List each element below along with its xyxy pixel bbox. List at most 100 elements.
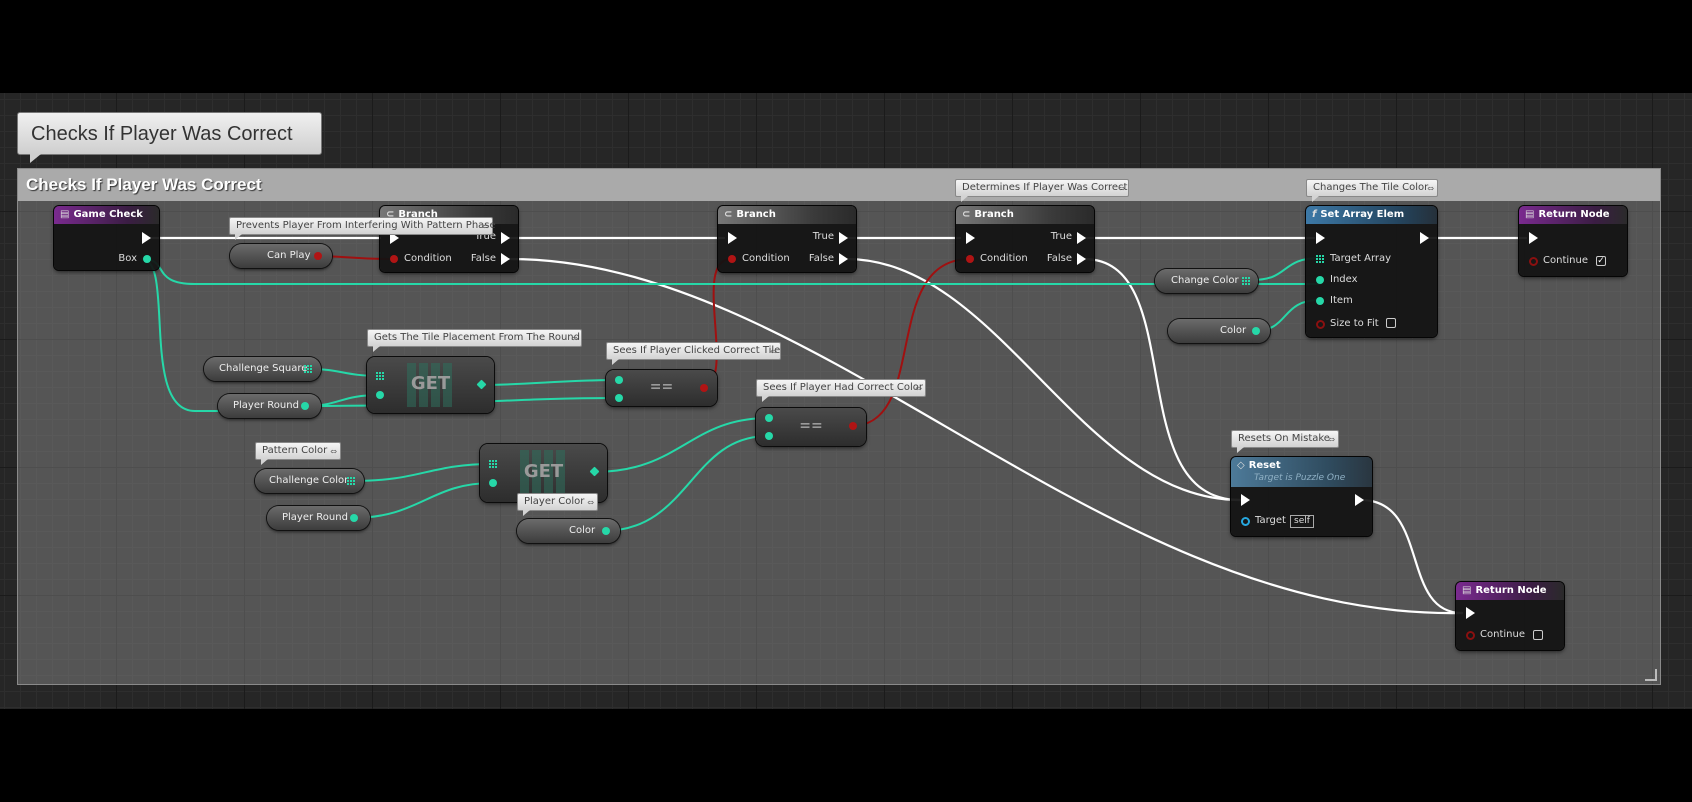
exec-in-pin[interactable] [966, 232, 975, 244]
challenge-color-pin[interactable] [347, 477, 355, 485]
player-round-2-pin[interactable] [350, 514, 358, 522]
note-sees-clicked[interactable]: Sees If Player Clicked Correct Tile⇔ [606, 342, 781, 365]
condition-pin[interactable] [966, 255, 974, 263]
pin-icon[interactable]: ⇔ [482, 222, 489, 231]
note-prevents[interactable]: Prevents Player From Interfering With Pa… [229, 217, 496, 240]
size-to-fit-checkbox[interactable] [1386, 318, 1396, 328]
index-pin[interactable] [376, 391, 384, 399]
pin-icon[interactable]: ⇔ [915, 384, 922, 393]
exec-in-pin[interactable] [390, 232, 399, 244]
pin-icon[interactable]: ⇔ [330, 447, 337, 456]
box-pin[interactable] [143, 255, 151, 263]
note-changes[interactable]: Changes The Tile Color⇔ [1306, 179, 1438, 202]
exec-out-pin[interactable] [142, 232, 151, 244]
exec-in-pin[interactable] [1316, 232, 1325, 244]
can-play-variable[interactable]: Can Play [230, 244, 332, 268]
b-pin[interactable] [765, 432, 773, 440]
true-exec-pin[interactable] [1077, 232, 1086, 244]
target-array-pin[interactable] [1316, 255, 1324, 263]
continue-checkbox-checked[interactable]: ✓ [1596, 256, 1606, 266]
false-exec-pin[interactable] [839, 253, 848, 265]
color-1-pin[interactable] [602, 527, 610, 535]
a-pin[interactable] [765, 414, 773, 422]
exec-out-pin[interactable] [1420, 232, 1429, 244]
index-pin[interactable] [489, 479, 497, 487]
diamond-icon: ◇ [1237, 460, 1245, 471]
target-pin[interactable] [1241, 517, 1250, 526]
challenge-square-pin[interactable] [304, 365, 312, 373]
game-check-node[interactable]: ▤Game Check Box [54, 206, 159, 270]
size-to-fit-pin[interactable] [1316, 320, 1325, 329]
target-self-value[interactable]: self [1290, 515, 1314, 528]
get-1-label: GET [410, 373, 451, 394]
result-pin[interactable] [700, 384, 708, 392]
index-pin[interactable] [1316, 276, 1324, 284]
item-pin[interactable] [1316, 297, 1324, 305]
get-node-1[interactable]: GET [367, 357, 494, 413]
comment-bubble-text: Checks If Player Was Correct [31, 123, 293, 145]
note-determines[interactable]: Determines If Player Was Correct⇔ [955, 179, 1129, 202]
pin-icon[interactable]: ⇔ [571, 334, 578, 343]
a-pin[interactable] [615, 376, 623, 384]
color-variable-2[interactable]: Color [1168, 319, 1270, 343]
equal-node-2[interactable]: == [756, 408, 866, 446]
pin-icon[interactable]: ⇔ [587, 498, 594, 507]
color-variable-1[interactable]: Color [517, 519, 620, 543]
array-pin[interactable] [376, 372, 384, 380]
exec-out-pin[interactable] [1355, 494, 1364, 506]
exec-in-pin[interactable] [1529, 232, 1538, 244]
note-resets[interactable]: Resets On Mistake⇔ [1231, 430, 1339, 453]
exec-in-pin[interactable] [1241, 494, 1250, 506]
true-exec-pin[interactable] [501, 232, 510, 244]
true-exec-pin[interactable] [839, 232, 848, 244]
return-2-header[interactable]: ▤Return Node [1456, 582, 1564, 600]
pin-icon[interactable]: ⇔ [1118, 184, 1125, 193]
array-pin[interactable] [489, 460, 497, 468]
return-node-1[interactable]: ▤Return Node Continue ✓ [1519, 206, 1627, 276]
get-node-2[interactable]: GET [480, 444, 607, 502]
player-round-variable-1[interactable]: Player Round [218, 394, 321, 418]
color-2-pin[interactable] [1252, 327, 1260, 335]
reset-node[interactable]: ◇Reset Target is Puzzle One Target self [1231, 457, 1372, 536]
result-pin[interactable] [849, 422, 857, 430]
equal-node-1[interactable]: == [606, 370, 717, 406]
return-1-header[interactable]: ▤Return Node [1519, 206, 1627, 224]
player-round-1-pin[interactable] [301, 402, 309, 410]
branch-node-3[interactable]: ⊂Branch True Condition False [956, 206, 1094, 272]
change-color-pin[interactable] [1242, 277, 1250, 285]
continue-checkbox[interactable] [1533, 630, 1543, 640]
false-exec-pin[interactable] [1077, 253, 1086, 265]
game-check-header[interactable]: ▤Game Check [54, 206, 159, 224]
branch-3-header[interactable]: ⊂Branch [956, 206, 1094, 224]
continue-pin[interactable] [1529, 257, 1538, 266]
branch-2-header[interactable]: ⊂Branch [718, 206, 856, 224]
note-player-color[interactable]: Player Color⇔ [517, 493, 598, 516]
return-node-2[interactable]: ▤Return Node Continue [1456, 582, 1564, 650]
can-play-pin[interactable] [314, 252, 322, 260]
exec-in-pin[interactable] [728, 232, 737, 244]
challenge-square-variable[interactable]: Challenge Square [204, 357, 321, 381]
player-round-variable-2[interactable]: Player Round [267, 506, 370, 530]
resize-handle-icon[interactable] [1645, 669, 1657, 681]
exec-in-pin[interactable] [1466, 607, 1475, 619]
branch-icon: ⊂ [724, 209, 733, 220]
b-pin[interactable] [615, 394, 623, 402]
pin-icon[interactable]: ⇔ [770, 347, 777, 356]
reset-header[interactable]: ◇Reset Target is Puzzle One [1231, 457, 1372, 487]
note-sees-color[interactable]: Sees If Player Had Correct Color⇔ [756, 379, 926, 402]
note-pattern-color[interactable]: Pattern Color⇔ [255, 442, 341, 465]
note-gets-tile[interactable]: Gets The Tile Placement From The Round⇔ [367, 329, 582, 352]
branch-node-1[interactable]: ⊂Branch True Condition False [380, 206, 518, 272]
condition-pin[interactable] [390, 255, 398, 263]
pin-icon[interactable]: ⇔ [1328, 435, 1335, 444]
challenge-color-variable[interactable]: Challenge Color [255, 469, 364, 493]
pin-icon[interactable]: ⇔ [1427, 184, 1434, 193]
comment-bubble[interactable]: Checks If Player Was Correct [17, 112, 322, 163]
continue-pin[interactable] [1466, 631, 1475, 640]
branch-node-2[interactable]: ⊂Branch True Condition False [718, 206, 856, 272]
condition-pin[interactable] [728, 255, 736, 263]
false-exec-pin[interactable] [501, 253, 510, 265]
change-color-variable[interactable]: Change Color [1155, 269, 1258, 293]
